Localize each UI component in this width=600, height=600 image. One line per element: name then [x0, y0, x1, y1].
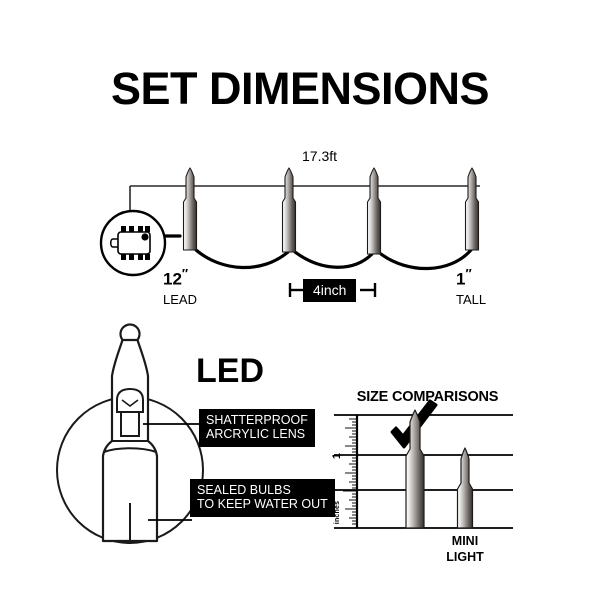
mini-light-line-1: MINI — [451, 534, 479, 548]
led-heading: LED — [196, 352, 264, 390]
mini-light-label: MINI LIGHT — [430, 534, 500, 565]
comparison-bulb-led — [405, 409, 425, 529]
plug-icon — [99, 209, 167, 277]
spacing-label: 4inch — [303, 279, 357, 303]
callout-line-2: TO KEEP WATER OUT — [197, 497, 328, 512]
bulb-2 — [281, 167, 297, 253]
callout-sealed-bulbs: SEALED BULBS TO KEEP WATER OUT — [190, 479, 335, 517]
light-string-wire — [160, 234, 473, 271]
lead-number: 12 — [163, 269, 182, 289]
bulb-3 — [366, 167, 382, 255]
bulb-4 — [464, 167, 480, 251]
page-title: SET DIMENSIONS — [110, 63, 490, 114]
ruler-unit-label: inches — [334, 500, 342, 525]
callout-shatterproof-lens: SHATTERPROOF ARCRYLIC LENS — [199, 409, 315, 447]
tall-number: 1 — [456, 269, 466, 289]
tall-caption: TALL — [456, 291, 487, 307]
comparison-bulb-mini — [456, 447, 474, 529]
callout-line-2: ARCRYLIC LENS — [206, 427, 306, 442]
checkmark-icon — [390, 399, 438, 449]
tall-dimension: 1″ TALL — [456, 266, 486, 307]
tall-unit: ″ — [465, 266, 472, 281]
led-chip — [116, 387, 144, 437]
callout-line-1: SHATTERPROOF — [206, 413, 308, 427]
lead-dimension: 12″ LEAD — [163, 266, 197, 307]
led-seam-lines — [103, 440, 157, 453]
length-label: 17.3ft — [302, 148, 338, 164]
ruler-major-label: 1 — [331, 452, 344, 460]
mini-light-line-2: LIGHT — [446, 549, 484, 564]
size-comparison-title: SIZE COMPARISONS — [356, 389, 499, 405]
length-dimension-line — [129, 185, 480, 232]
bulb-1 — [182, 167, 198, 251]
ruler-axis — [343, 415, 359, 528]
comparison-gridlines — [334, 414, 513, 529]
led-bulb-outline — [101, 323, 159, 543]
callout-line-1: SEALED BULBS — [197, 483, 291, 497]
tall-value: 1″ — [456, 266, 486, 290]
lead-value: 12″ — [163, 266, 197, 290]
magnifier-circle — [56, 396, 204, 544]
lead-unit: ″ — [181, 266, 189, 281]
lead-caption: LEAD — [163, 291, 197, 307]
